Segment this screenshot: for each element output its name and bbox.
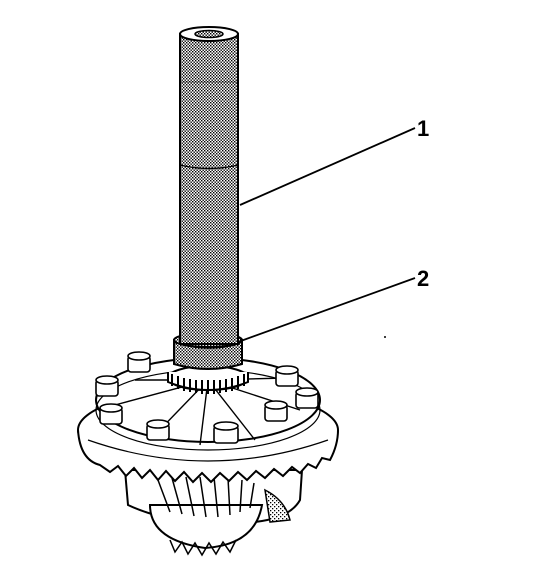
bolt: [127, 351, 151, 373]
callout-label-2: 2: [417, 266, 429, 291]
axle-shaft-tool: [179, 26, 239, 349]
bolt: [213, 421, 239, 444]
callout-label-1: 1: [417, 116, 429, 141]
leader-line-2: [237, 277, 416, 343]
ring-gear-bolts: [95, 351, 319, 444]
bolt: [275, 365, 299, 387]
leader-line-1: [239, 127, 416, 206]
bolt: [146, 419, 170, 441]
bolt: [99, 403, 123, 425]
bolt: [264, 400, 288, 422]
pinion-gear-teeth: [157, 476, 255, 518]
side-gear: [167, 365, 249, 394]
differential-case-lower: [123, 469, 304, 557]
bolt: [295, 387, 319, 409]
leader-lines: [237, 127, 416, 343]
bolt: [95, 375, 119, 397]
stray-dot: [384, 336, 386, 338]
